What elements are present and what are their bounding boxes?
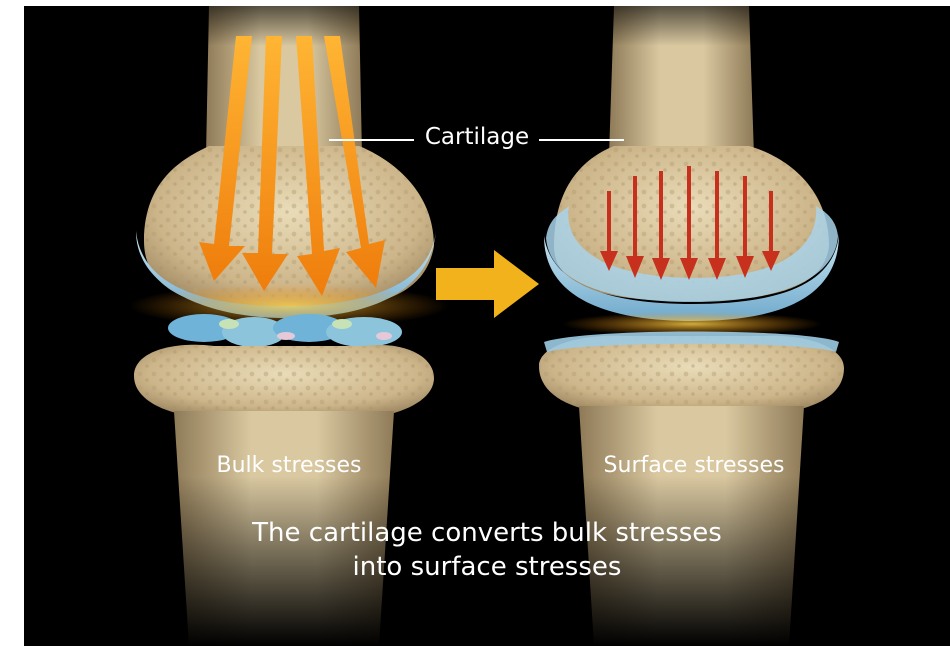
diagram-panel: Cartilage Bulk stresses Surface stresses… [24,6,950,646]
damaged-cartilage [168,314,402,347]
caption: The cartilage converts bulk stresses int… [187,516,787,584]
caption-line-2: into surface stresses [187,550,787,584]
bulk-stresses-label: Bulk stresses [199,453,379,478]
transition-arrow-icon [436,250,539,318]
cartilage-label: Cartilage [402,124,552,150]
surface-stresses-label: Surface stresses [584,453,804,478]
caption-line-1: The cartilage converts bulk stresses [187,516,787,550]
